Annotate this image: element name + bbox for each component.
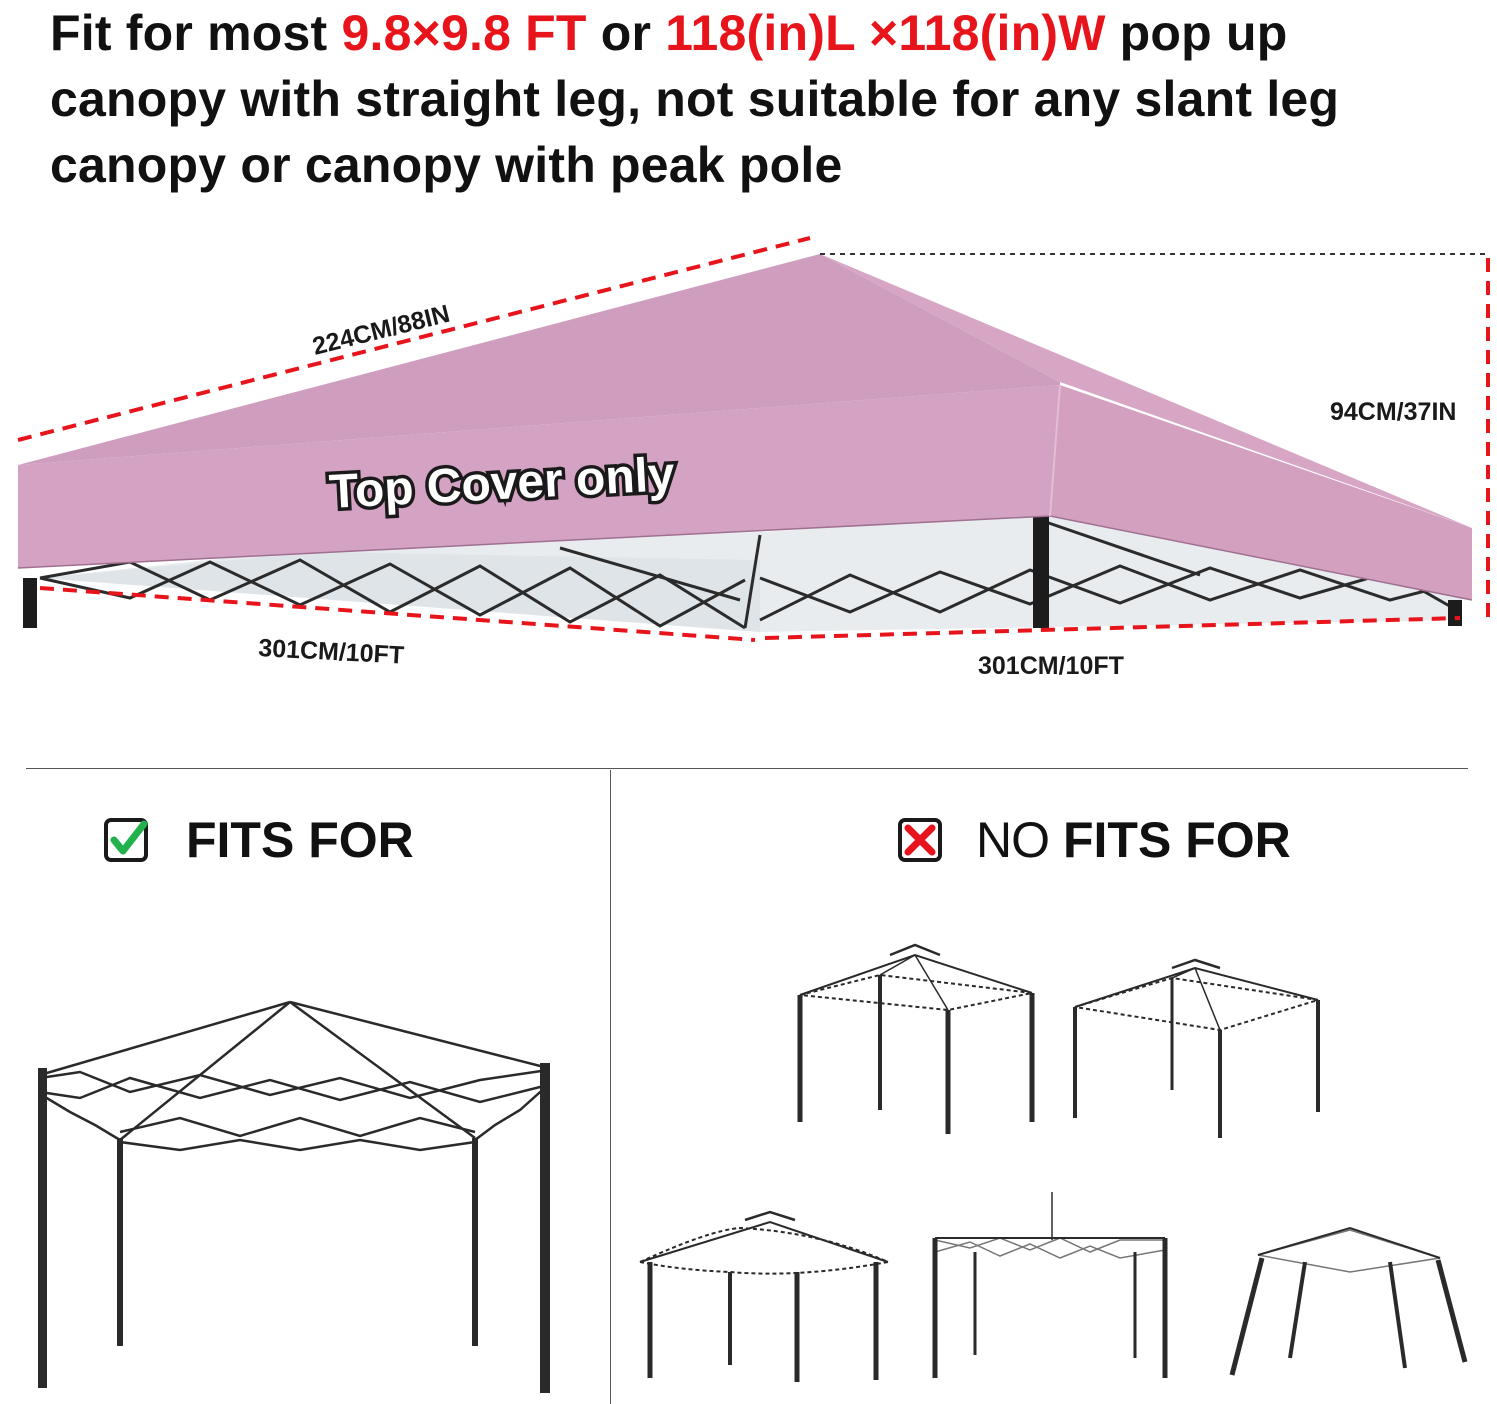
fits-for-heading: FITS FOR <box>104 810 414 870</box>
headline-size-in: 118(in)L ×118(in)W <box>665 5 1106 61</box>
canopy-leg-back <box>1033 515 1049 628</box>
section-divider-horizontal <box>26 768 1468 769</box>
section-divider-vertical <box>610 770 611 1404</box>
no-fits-rest-label: FITS FOR <box>1063 812 1291 868</box>
headline-text: Fit for most 9.8×9.8 FT or 118(in)L ×118… <box>50 0 1470 198</box>
right-width-dimension-line <box>764 616 1461 640</box>
headline-size-ft: 9.8×9.8 FT <box>341 5 587 61</box>
left-width-dimension-line <box>39 586 756 642</box>
height-label: 94CM/37IN <box>1330 398 1456 426</box>
non-fitting-peak-pole-canopy <box>932 1192 1168 1378</box>
non-fitting-gazebo-3 <box>636 1210 892 1382</box>
fits-for-label: FITS FOR <box>186 812 414 868</box>
headline-part1: Fit for most <box>50 5 342 61</box>
no-fits-no-label: NO <box>976 812 1050 868</box>
canopy-dimension-diagram: 224CM/88IN 94CM/37IN Top Cover only 301C… <box>17 236 1490 680</box>
non-fitting-gazebo-1 <box>797 943 1035 1134</box>
headline-part2: or <box>586 5 666 61</box>
non-fitting-slant-leg-canopy <box>1229 1226 1468 1376</box>
red-x-icon <box>898 818 942 862</box>
green-checkmark-icon <box>104 818 148 862</box>
canopy-underside <box>23 515 1470 632</box>
canopy-top-cover <box>17 254 1473 601</box>
canopy-leg-left <box>23 578 37 628</box>
headline-part3: pop up canopy with straight leg, not sui… <box>50 5 1340 193</box>
right-width-label: 301CM/10FT <box>978 652 1124 680</box>
fitting-straight-leg-canopy <box>38 1000 550 1393</box>
non-fitting-gazebo-2 <box>1073 958 1320 1138</box>
dimension-lines <box>17 236 1490 642</box>
